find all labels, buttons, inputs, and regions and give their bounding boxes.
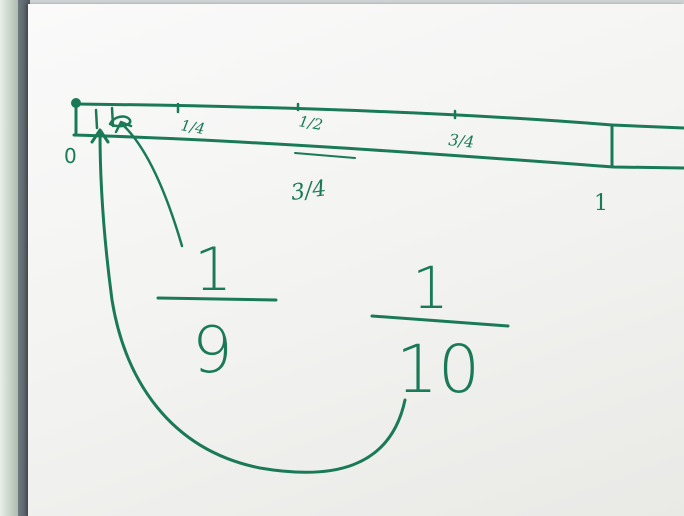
fraction-one-tenth: 1 10 [370,254,510,408]
number-line-top-edge [74,102,684,130]
arrow-head-one-ninth [114,120,133,134]
one-tenth-numerator: 1 [412,254,449,322]
label-zero: 0 [64,144,77,168]
quarter-tick-marks [176,102,457,120]
arrow-head-one-tenth [90,128,110,144]
arrow-from-one-tenth [98,130,407,474]
flip-chart-paper [28,4,684,516]
label-three-quarters: 3/4 [448,130,476,152]
label-one: 1 [594,191,608,216]
easel-board-edge [18,0,30,516]
label-quarter: 1/4 [179,116,206,138]
small-tick-marks [94,106,115,130]
one-ninth-numerator: 1 [194,235,232,305]
number-line [71,98,684,170]
zero-dot [71,98,81,108]
label-half: 1/2 [297,112,324,134]
arrow-from-one-ninth [120,122,184,248]
one-tenth-bar [370,314,510,328]
one-tenth-denominator: 10 [396,331,480,408]
label-three-quarters-below: 3/4 [289,176,328,206]
one-ninth-denominator: 9 [192,314,233,388]
one-ninth-bar [156,296,278,302]
number-line-bottom-edge [72,133,684,170]
fraction-one-ninth: 1 9 [156,235,278,388]
underline-mark [294,152,356,159]
